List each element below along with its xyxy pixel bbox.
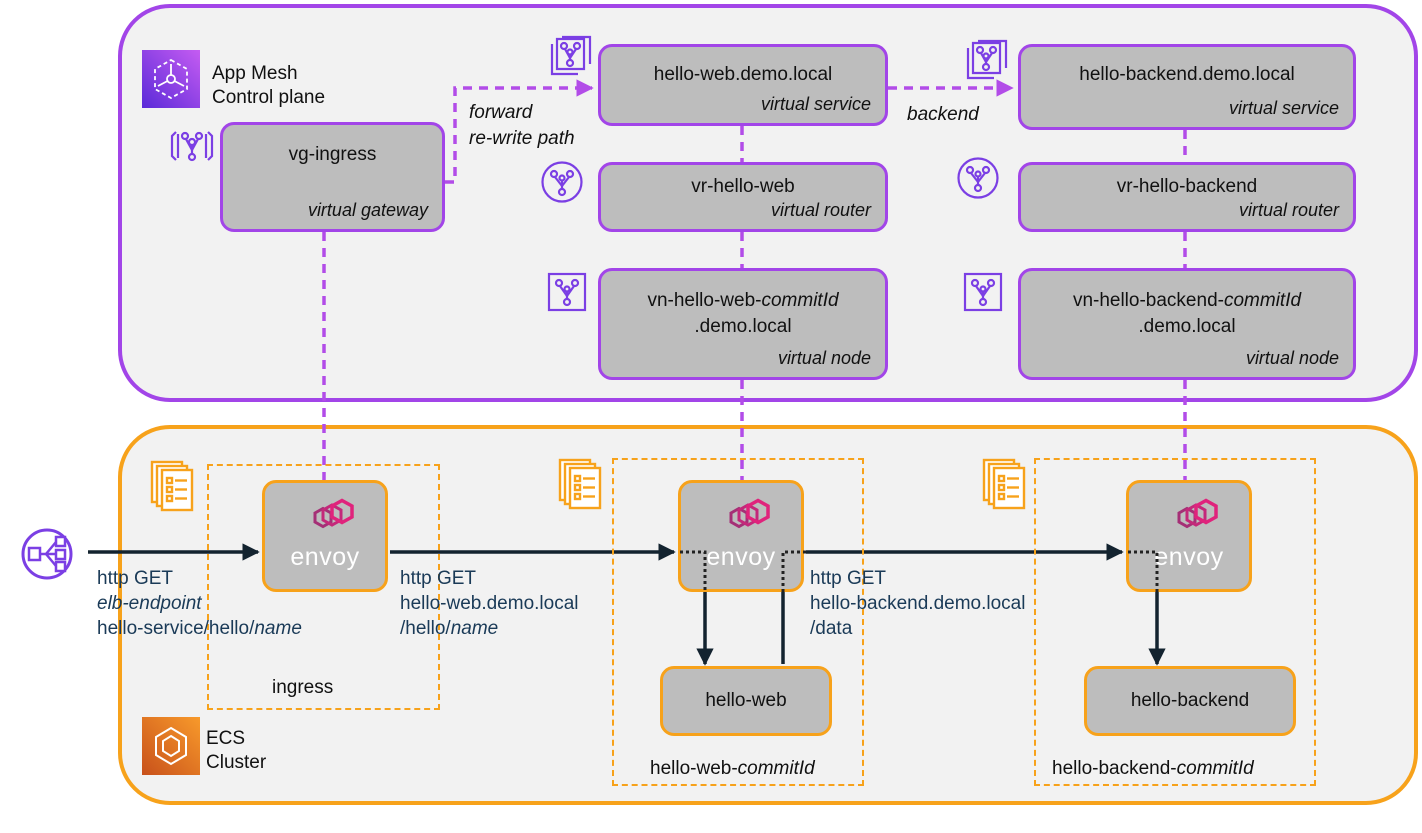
request-elb-line3: hello-service/hello/name xyxy=(97,616,302,641)
web-node-name-commit: commitId xyxy=(761,290,839,311)
hello-backend-task-box xyxy=(1034,458,1316,786)
ecs-cluster-label: ECS Cluster xyxy=(206,728,267,773)
hello-web-envoy[interactable]: envoy xyxy=(678,480,804,592)
backend-virtual-node-name: vn-hello-backend-commitId xyxy=(1021,289,1353,312)
virtual-router-icon xyxy=(540,160,584,209)
virtual-gateway-icon xyxy=(170,124,214,173)
task-icon xyxy=(982,458,1028,517)
request-elb-line2: elb-endpoint xyxy=(97,593,202,614)
app-mesh-label: App Mesh Control plane xyxy=(212,63,326,108)
request-backend-line3: /data xyxy=(810,618,853,639)
request-elb-name: name xyxy=(254,618,302,639)
request-backend-line1: http GET xyxy=(810,568,887,589)
request-label-web: http GET hello-web.demo.local /hello/nam… xyxy=(400,566,579,641)
envoy-label: envoy xyxy=(706,543,776,571)
app-mesh-icon xyxy=(142,50,200,113)
load-balancer-icon xyxy=(20,527,88,586)
web-node-name-prefix: vn-hello-web- xyxy=(647,290,762,311)
backend-virtual-service-name: hello-backend.demo.local xyxy=(1079,64,1295,85)
web-virtual-service-name: hello-web.demo.local xyxy=(653,64,833,85)
envoy-label: envoy xyxy=(290,543,360,571)
backend-virtual-service-box[interactable]: hello-backend.demo.local virtual service xyxy=(1018,44,1356,130)
request-web-path: /hello/ xyxy=(400,618,451,639)
forward-label: forward xyxy=(469,102,533,123)
request-elb-line1: http GET xyxy=(97,568,174,589)
hello-web-container[interactable]: hello-web xyxy=(660,666,832,736)
web-virtual-router-box[interactable]: vr-hello-web virtual router xyxy=(598,162,888,232)
hello-web-task-box xyxy=(612,458,864,786)
request-backend-line2: hello-backend.demo.local xyxy=(810,593,1026,614)
request-elb-path: hello-service/hello/ xyxy=(97,618,255,639)
rewrite-path-label: re-write path xyxy=(469,128,575,149)
ingress-task-box xyxy=(207,464,440,710)
virtual-node-icon xyxy=(547,272,587,317)
virtual-gateway-type: virtual gateway xyxy=(307,200,428,220)
ecs-icon xyxy=(142,717,200,780)
backend-label: backend xyxy=(907,104,979,125)
backend-node-name-prefix: vn-hello-backend- xyxy=(1072,290,1224,311)
backend-virtual-router-box[interactable]: vr-hello-backend virtual router xyxy=(1018,162,1356,232)
request-web-name: name xyxy=(450,618,499,639)
ingress-envoy[interactable]: envoy xyxy=(262,480,388,592)
virtual-node-icon xyxy=(963,272,1003,317)
web-virtual-service-type: virtual service xyxy=(760,94,871,114)
hello-backend-task-label-prefix: hello-backend- xyxy=(1052,758,1177,779)
request-web-line1: http GET xyxy=(400,568,477,589)
web-virtual-node-box[interactable]: vn-hello-web-commitId .demo.local virtua… xyxy=(598,268,888,380)
request-label-backend: http GET hello-backend.demo.local /data xyxy=(810,566,1025,641)
hello-web-task-label-commit: commitId xyxy=(737,758,815,779)
hello-backend-envoy[interactable]: envoy xyxy=(1126,480,1252,592)
virtual-service-icon xyxy=(964,38,1010,89)
backend-node-name-commit: commitId xyxy=(1223,290,1302,311)
task-icon xyxy=(558,458,604,517)
envoy-logo-icon xyxy=(729,498,770,529)
request-label-elb: http GET elb-endpoint hello-service/hell… xyxy=(97,566,302,641)
envoy-logo-icon xyxy=(1177,498,1218,529)
hello-backend-task-label-commit: commitId xyxy=(1176,758,1254,779)
hello-backend-task-label: hello-backend-commitId xyxy=(1052,758,1254,780)
backend-virtual-node-box[interactable]: vn-hello-backend-commitId .demo.local vi… xyxy=(1018,268,1356,380)
backend-virtual-node-name-line2: .demo.local xyxy=(1138,316,1236,337)
hello-backend-container[interactable]: hello-backend xyxy=(1084,666,1296,736)
web-virtual-router-name: vr-hello-web xyxy=(691,176,795,197)
virtual-service-icon xyxy=(548,34,594,85)
web-virtual-node-type: virtual node xyxy=(777,348,871,368)
request-web-line3: /hello/name xyxy=(400,616,579,641)
backend-virtual-router-name: vr-hello-backend xyxy=(1116,176,1258,197)
web-virtual-router-type: virtual router xyxy=(770,200,871,220)
envoy-logo-icon xyxy=(313,498,354,529)
web-virtual-node-name-line2: .demo.local xyxy=(694,316,792,337)
virtual-gateway-name: vg-ingress xyxy=(288,144,377,165)
virtual-router-icon xyxy=(956,156,1000,205)
ingress-task-label: ingress xyxy=(272,677,334,698)
web-virtual-node-name: vn-hello-web-commitId xyxy=(601,289,885,312)
web-virtual-service-box[interactable]: hello-web.demo.local virtual service xyxy=(598,44,888,126)
backend-virtual-node-type: virtual node xyxy=(1245,348,1339,368)
request-web-line2: hello-web.demo.local xyxy=(400,593,579,614)
virtual-gateway-box[interactable]: vg-ingress virtual gateway xyxy=(220,122,445,232)
backend-virtual-service-type: virtual service xyxy=(1228,98,1339,118)
hello-web-task-label-prefix: hello-web- xyxy=(650,758,738,779)
hello-web-task-label: hello-web-commitId xyxy=(650,758,815,780)
task-icon xyxy=(150,460,196,519)
envoy-label: envoy xyxy=(1154,543,1224,571)
backend-virtual-router-type: virtual router xyxy=(1238,200,1339,220)
